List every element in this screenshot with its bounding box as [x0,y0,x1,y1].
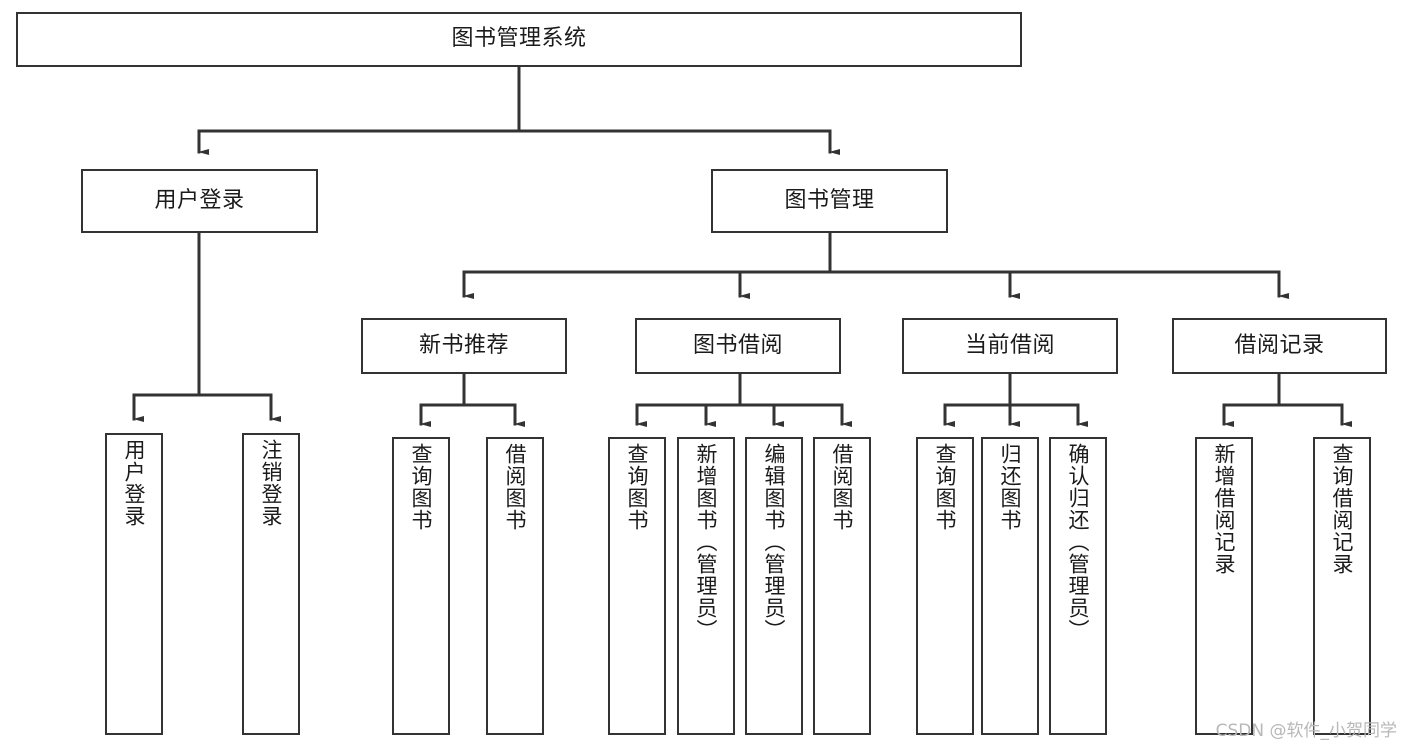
node-leaf-return-book[interactable]: 归还图书 [981,437,1039,735]
node-leaf-add-record[interactable]: 新增借阅记录 [1195,437,1253,735]
node-leaf-borrow-book-2[interactable]: 借阅图书 [813,437,871,735]
node-new-book-rec[interactable]: 新书推荐 [361,318,567,374]
node-leaf-borrow-book-2-label: 借阅图书 [830,443,855,531]
node-book-borrow-label: 图书借阅 [692,332,783,358]
node-leaf-query-record[interactable]: 查询借阅记录 [1313,437,1371,735]
node-book-borrow[interactable]: 图书借阅 [635,318,841,374]
node-leaf-query-book-1[interactable]: 查询图书 [392,437,450,735]
node-leaf-query-book-3-label: 查询图书 [933,443,958,531]
node-leaf-query-book-2-label: 查询图书 [625,443,650,531]
node-user-login[interactable]: 用户登录 [81,169,318,233]
node-book-manage-label: 图书管理 [784,187,875,213]
node-leaf-borrow-book-1-label: 借阅图书 [503,443,528,531]
node-leaf-add-record-label: 新增借阅记录 [1212,443,1237,575]
node-leaf-query-book-3[interactable]: 查询图书 [916,437,974,735]
node-leaf-confirm-return-label: 确认归还（管理员） [1066,443,1091,641]
node-leaf-add-book[interactable]: 新增图书（管理员） [677,437,735,735]
node-leaf-query-book-2[interactable]: 查询图书 [608,437,666,735]
node-borrow-record-label: 借阅记录 [1234,332,1325,358]
node-leaf-user-logout[interactable]: 注销登录 [242,433,300,735]
node-leaf-return-book-label: 归还图书 [998,443,1023,531]
node-leaf-user-login[interactable]: 用户登录 [105,433,163,735]
node-borrow-record[interactable]: 借阅记录 [1172,318,1387,374]
node-new-book-rec-label: 新书推荐 [418,332,509,358]
node-current-borrow[interactable]: 当前借阅 [902,318,1118,374]
watermark-text: CSDN @软件_小贺同学 [1215,721,1397,741]
node-leaf-query-record-label: 查询借阅记录 [1330,443,1355,575]
node-leaf-user-login-label: 用户登录 [122,439,147,527]
node-root[interactable]: 图书管理系统 [16,12,1022,67]
node-user-login-label: 用户登录 [154,187,245,213]
node-root-label: 图书管理系统 [451,26,587,52]
node-leaf-edit-book-label: 编辑图书（管理员） [762,443,787,641]
node-leaf-user-logout-label: 注销登录 [259,439,284,527]
node-leaf-confirm-return[interactable]: 确认归还（管理员） [1049,437,1107,735]
node-leaf-add-book-label: 新增图书（管理员） [694,443,719,641]
node-leaf-borrow-book-1[interactable]: 借阅图书 [486,437,544,735]
node-book-manage[interactable]: 图书管理 [711,169,948,233]
node-leaf-edit-book[interactable]: 编辑图书（管理员） [745,437,803,735]
node-leaf-query-book-1-label: 查询图书 [409,443,434,531]
node-current-borrow-label: 当前借阅 [964,332,1055,358]
